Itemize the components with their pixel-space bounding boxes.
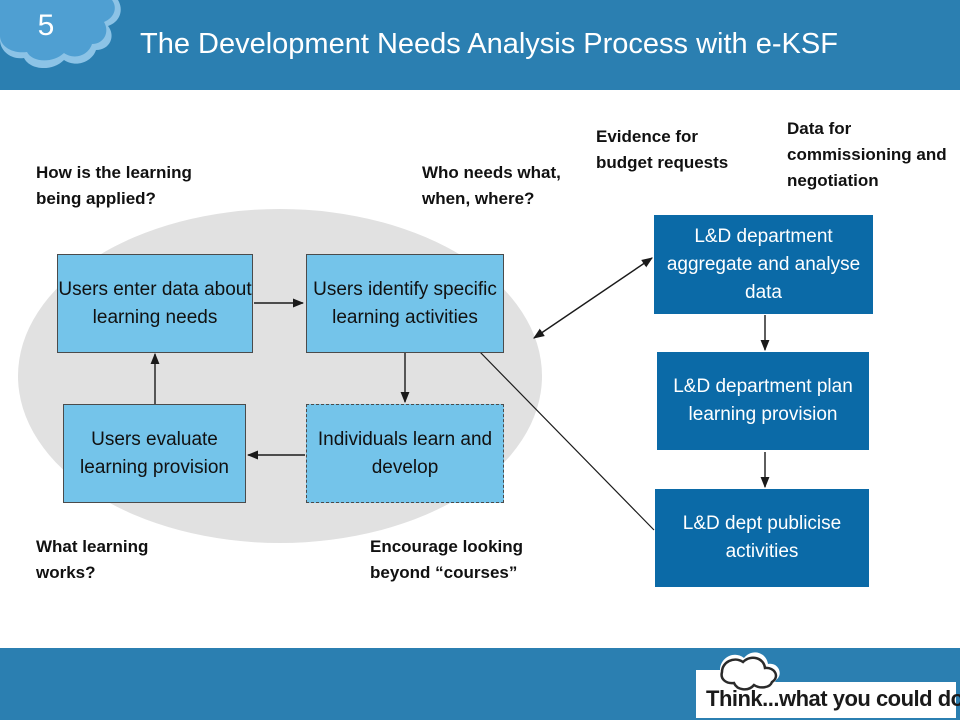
box-ld-publicise: L&D dept publicise activities xyxy=(655,489,869,587)
note-evidence: Evidence for budget requests xyxy=(596,127,729,172)
slide-number: 5 xyxy=(37,9,55,42)
header-bar xyxy=(0,0,960,90)
cloud-outline-icon xyxy=(720,656,778,691)
note-how-applied: How is the learning being applied? xyxy=(36,163,192,208)
box-users-identify: Users identify specific learning activit… xyxy=(306,254,504,353)
note-encourage: Encourage looking beyond “courses” xyxy=(370,537,524,582)
note-who-needs: Who needs what, when, where? xyxy=(422,163,561,208)
box-ld-plan: L&D department plan learning provision xyxy=(657,352,869,450)
cloud-icon xyxy=(0,0,121,69)
box-users-evaluate: Users evaluate learning provision xyxy=(63,404,246,503)
line-publicise-to-identify xyxy=(477,349,655,531)
box-ld-aggregate: L&D department aggregate and analyse dat… xyxy=(654,215,873,314)
note-what-works: What learning works? xyxy=(36,537,149,582)
box-users-enter: Users enter data about learning needs xyxy=(57,254,253,353)
box-individuals-learn: Individuals learn and develop xyxy=(306,404,504,503)
arrow-cycle-to-department xyxy=(533,257,653,339)
slide-title: The Development Needs Analysis Process w… xyxy=(140,28,838,60)
note-data-for: Data for commissioning and negotiation xyxy=(787,119,947,190)
think-logo-panel xyxy=(696,652,956,718)
footer-tagline: Think...what you could do xyxy=(706,686,960,711)
